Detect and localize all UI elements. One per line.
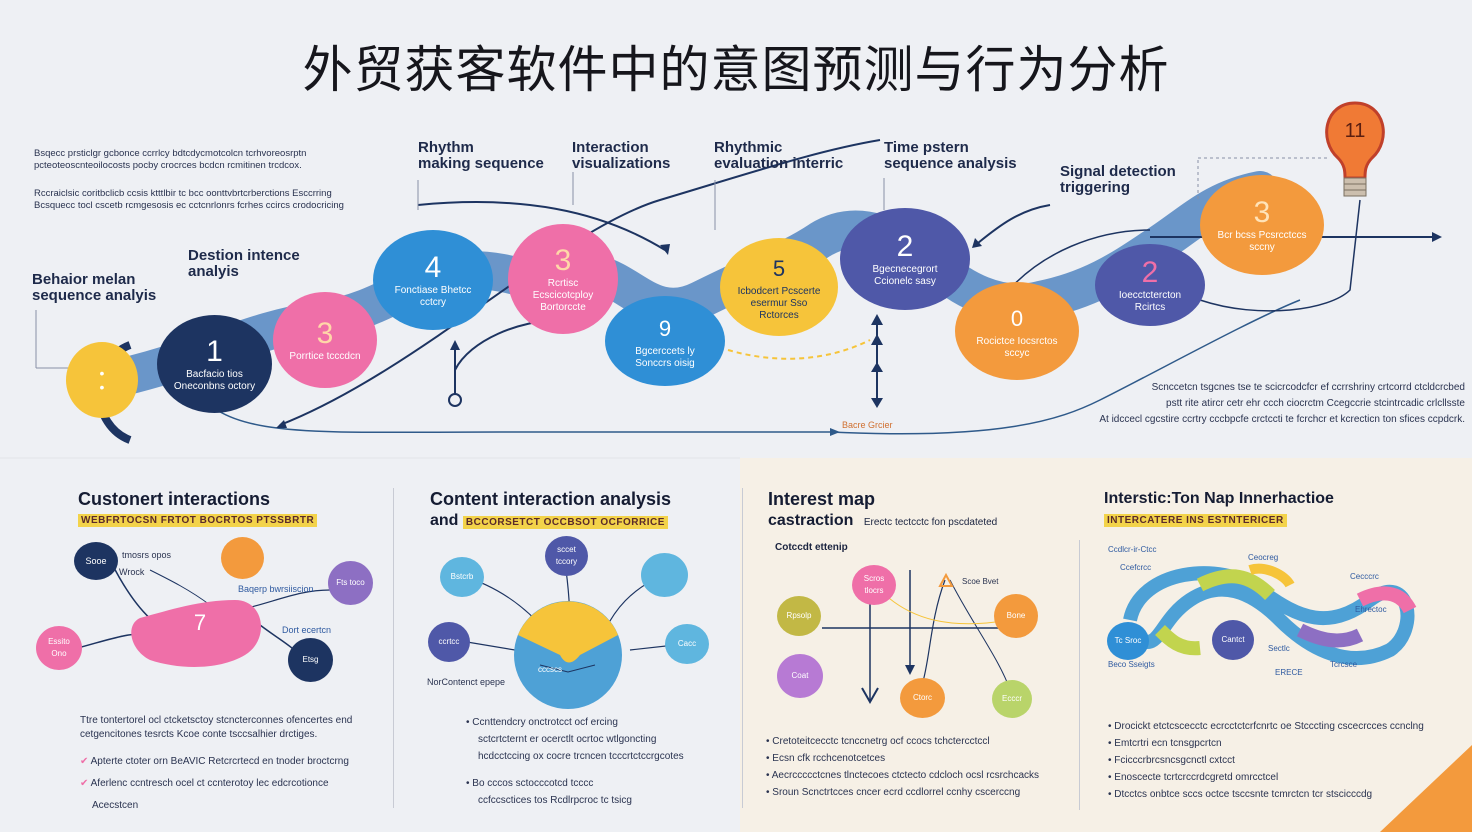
p4-label: Beco Sseigts: [1108, 660, 1155, 669]
p1-label-3: Baqerp bwrsiiscion: [238, 584, 314, 594]
panel-title: Custonert interactions: [78, 489, 271, 509]
panel2-graphic: [454, 569, 676, 709]
corner-triangle: [1380, 745, 1472, 832]
label-interaction-visualizations: Interaction visualizations: [572, 139, 671, 172]
signal-arrow: [977, 204, 1051, 244]
p4-label: Tcrcsce: [1330, 660, 1358, 669]
start-node: ••: [66, 342, 138, 418]
p1-bullets: ✔ Apterte ctoter orn BeAVIC Retcrcrtecd …: [80, 756, 349, 811]
p1-circle-4: Essito Ono: [36, 626, 82, 670]
panel4-graphic: [1123, 563, 1417, 665]
p3-small-label: Scoe Bvet: [962, 577, 999, 586]
p4-label: Cecccrc: [1350, 572, 1379, 581]
label-rhythmic-evaluation: Rhythmic evaluation interric: [714, 139, 844, 172]
lightbulb-icon: [1325, 101, 1385, 197]
p1-label-2: Wrock: [119, 567, 145, 577]
p4-label: Ccefcrcc: [1120, 563, 1152, 572]
dots-icon: ••: [99, 365, 105, 395]
p1-circle-5: Etsg: [288, 638, 333, 682]
label-rhythm-sequence: Rhythm making sequence: [418, 139, 544, 172]
p1-circle-3: Fts toco: [328, 561, 373, 605]
p3-circle-1: Scros tlocrs: [852, 565, 896, 605]
check-icon: ✔: [80, 778, 89, 789]
p3-circle-4: Coat: [777, 654, 823, 698]
p3-circle-6: Ecccr: [992, 680, 1032, 718]
p4-label: ERECE: [1275, 668, 1303, 677]
p3-circle-5: Ctorc: [900, 678, 945, 718]
panel3-graphic: [822, 570, 1011, 705]
p2-circle-5: Cacc: [665, 624, 709, 664]
p1-label-4: Dort ecertcn: [282, 625, 332, 635]
curve-arrow-up: [279, 139, 881, 426]
p1-paragraph: Ttre tontertorel ocl ctcketsctoy stcncte…: [80, 715, 353, 740]
p4-label: Ehrectoc: [1355, 605, 1387, 614]
dashed-link: [727, 339, 871, 360]
p3-circle-3: Bone: [994, 594, 1038, 638]
rhythm-arrow: [417, 201, 666, 251]
bulb-label: 11: [1344, 120, 1366, 142]
p2-caption: NorContenct epepe: [427, 677, 506, 687]
intro-text: Bsqecc prsticlgr gcbonce ccrrlcy bdtcdyc…: [34, 148, 344, 211]
p4-circle-1: Tc Sroc: [1107, 622, 1149, 660]
small-caption: Bacre Grcier: [842, 420, 893, 430]
label-signal-detection: Signal detection triggering: [1060, 163, 1176, 196]
p2-circle-2: sccet tccory: [545, 536, 588, 576]
p1-circle-2: [221, 537, 264, 579]
p2-circle-3: [641, 553, 688, 597]
panel-highlight: WEBFRTOCSN FRTOT BOCRTOS PTSSBRTR: [78, 514, 318, 527]
p1-label-1: tmosrs opos: [122, 550, 172, 560]
p4-label: Ccdlcr-ir-Ctcc: [1108, 545, 1157, 554]
label-decision-intent: Destion intence analyis: [188, 247, 300, 280]
bottom-arrow-line: [189, 379, 830, 434]
right-description: Scnccetcn tsgcnes tse te scicrcodcfcr ef…: [1099, 382, 1465, 425]
panel-interest-map: Interest map castraction Erectc tectcctc…: [768, 489, 998, 529]
p2-inner-label: cccscs: [538, 665, 562, 674]
p4-label: Sectlc: [1268, 644, 1290, 653]
p1-big-number: 7: [193, 610, 207, 635]
p3-caption: Cotccdt ettenip: [775, 542, 848, 553]
divider-1: [393, 488, 394, 808]
p4-label: Ceocreg: [1248, 553, 1279, 562]
label-behavior-sequence: Behaior melan sequence analyis: [32, 271, 157, 304]
p2-circle-1: Bstcrb: [440, 557, 484, 597]
p4-bullets: • Drocickt etctcscecctc ecrcctctcrfcnrtc…: [1108, 721, 1424, 800]
panel-customer-interactions: Custonert interactions WEBFRTOCSN FRTOT …: [78, 488, 378, 528]
p2-circle-4: ccrtcc: [428, 622, 470, 662]
panel-content-interaction: Content interaction analysis and BCCORSE…: [430, 489, 672, 529]
p4-circle-2: Cantct: [1212, 620, 1254, 660]
check-icon: ✔: [80, 756, 89, 767]
divider-3: [1079, 540, 1080, 810]
label-time-pattern: Time pstern sequence analysis: [884, 139, 1017, 172]
p2-bullets: • Ccnttendcry onctrotcct ocf ercing sctc…: [466, 717, 684, 806]
p3-bullets: • Cretoteitcecctc tcnccnetrg ocf ccocs t…: [766, 736, 1040, 798]
panel-interaction-map: Interstic:Ton Nap Innerhactioe INTERCATE…: [1104, 490, 1334, 527]
p3-circle-2: Rpsolp: [777, 596, 821, 636]
divider-2: [742, 488, 743, 808]
p1-circle-1: Sooe: [74, 542, 118, 580]
page-title: 外贸获客软件中的意图预测与行为分析: [302, 41, 1170, 99]
